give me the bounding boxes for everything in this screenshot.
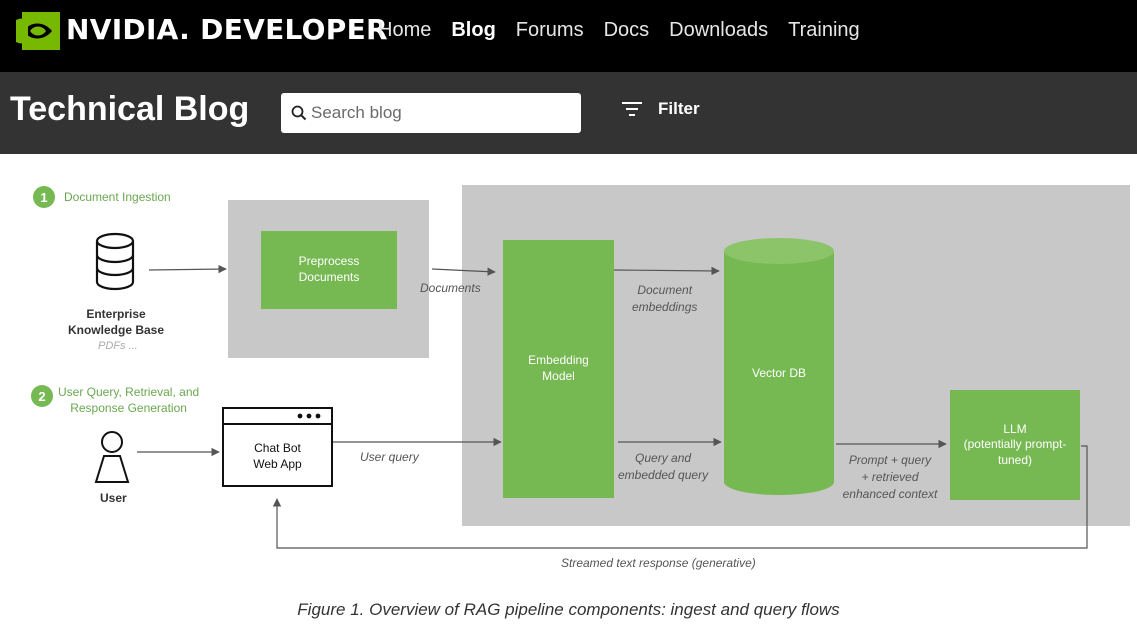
step-2-label: User Query, Retrieval, and Response Gene… xyxy=(58,384,199,416)
nav-link-docs[interactable]: Docs xyxy=(603,19,650,41)
prompt-line2: + retrieved xyxy=(861,469,919,484)
step-1-badge: 1 xyxy=(33,186,55,208)
kb-label-line2: Knowledge Base xyxy=(67,322,165,337)
filter-label: Filter xyxy=(658,99,700,118)
query-embedded-line1: Query and xyxy=(635,451,692,465)
prompt-context-label: Prompt + query + retrieved enhanced cont… xyxy=(836,452,944,502)
nvidia-logo-icon[interactable] xyxy=(10,12,60,50)
vector-db-cylinder xyxy=(724,238,834,495)
chatbot-window-icon xyxy=(222,407,333,487)
llm-line1: LLM xyxy=(1003,421,1027,436)
llm-box: LLM (potentially prompt- tuned) xyxy=(950,390,1080,500)
nav-link-blog[interactable]: Blog xyxy=(451,19,496,41)
prompt-line1: Prompt + query xyxy=(848,453,932,467)
step-2-line2: Response Generation xyxy=(70,401,187,416)
prompt-line3: enhanced context xyxy=(842,486,938,501)
nav-link-home[interactable]: Home xyxy=(378,19,432,41)
nav-link-forums[interactable]: Forums xyxy=(515,19,584,41)
streamed-response-label: Streamed text response (generative) xyxy=(561,556,756,570)
vector-db-label: Vector DB xyxy=(751,366,807,380)
user-query-label: User query xyxy=(360,450,419,464)
user-label: User xyxy=(100,491,127,505)
chatbot-label: Chat Bot Web App xyxy=(223,440,332,472)
main-nav-links: Home Blog Forums Docs Downloads Training xyxy=(378,19,860,42)
diagram-connectors xyxy=(94,232,1088,549)
rag-pipeline-diagram: 1 Document Ingestion Enterprise Knowledg… xyxy=(0,154,1137,594)
nav-link-training[interactable]: Training xyxy=(788,19,860,41)
database-icon xyxy=(95,232,135,291)
top-navigation-bar: NVIDIA. DEVELOPER Home Blog Forums Docs … xyxy=(0,0,1137,72)
page-title[interactable]: Technical Blog xyxy=(10,90,250,128)
chatbot-line2: Web App xyxy=(253,457,302,472)
brand-name[interactable]: NVIDIA. DEVELOPER xyxy=(66,13,388,46)
step-2-line1: User Query, Retrieval, and xyxy=(58,385,200,399)
step-2-badge: 2 xyxy=(31,385,53,407)
arrow-doc-embeddings xyxy=(613,266,720,276)
search-box[interactable] xyxy=(281,93,581,133)
search-icon xyxy=(291,105,307,121)
document-embeddings-label: Document embeddings xyxy=(632,282,697,316)
query-embedded-line2: embedded query xyxy=(618,467,709,482)
filter-icon xyxy=(622,102,642,116)
embedding-line1: Embedding xyxy=(528,353,589,368)
documents-label: Documents xyxy=(420,281,481,295)
kb-label-line1: Enterprise xyxy=(86,307,146,321)
figure-caption: Figure 1. Overview of RAG pipeline compo… xyxy=(297,600,840,619)
arrow-documents xyxy=(431,267,496,276)
preprocess-line2: Documents xyxy=(298,270,360,284)
arrow-kb-to-preprocess xyxy=(148,264,227,274)
nav-link-downloads[interactable]: Downloads xyxy=(669,19,769,41)
filter-button[interactable]: Filter xyxy=(620,99,700,119)
doc-embeddings-line1: Document xyxy=(637,283,693,297)
llm-line2: (potentially prompt- xyxy=(963,437,1067,452)
arrow-streamed-response xyxy=(272,445,1088,549)
step-1-label: Document Ingestion xyxy=(64,190,171,204)
embedding-line2: Model xyxy=(542,369,575,383)
llm-line3: tuned) xyxy=(997,452,1033,467)
chatbot-line1: Chat Bot xyxy=(254,441,301,455)
search-input[interactable] xyxy=(311,103,566,123)
knowledge-base-label: Enterprise Knowledge Base xyxy=(60,307,172,338)
preprocess-line1: Preprocess xyxy=(298,254,360,269)
doc-embeddings-line2: embeddings xyxy=(632,299,698,314)
user-icon xyxy=(94,431,130,483)
kb-sublabel: PDFs ... xyxy=(98,340,138,352)
blog-header-bar: Technical Blog Filter xyxy=(0,72,1137,154)
query-embedded-label: Query and embedded query xyxy=(618,450,708,484)
